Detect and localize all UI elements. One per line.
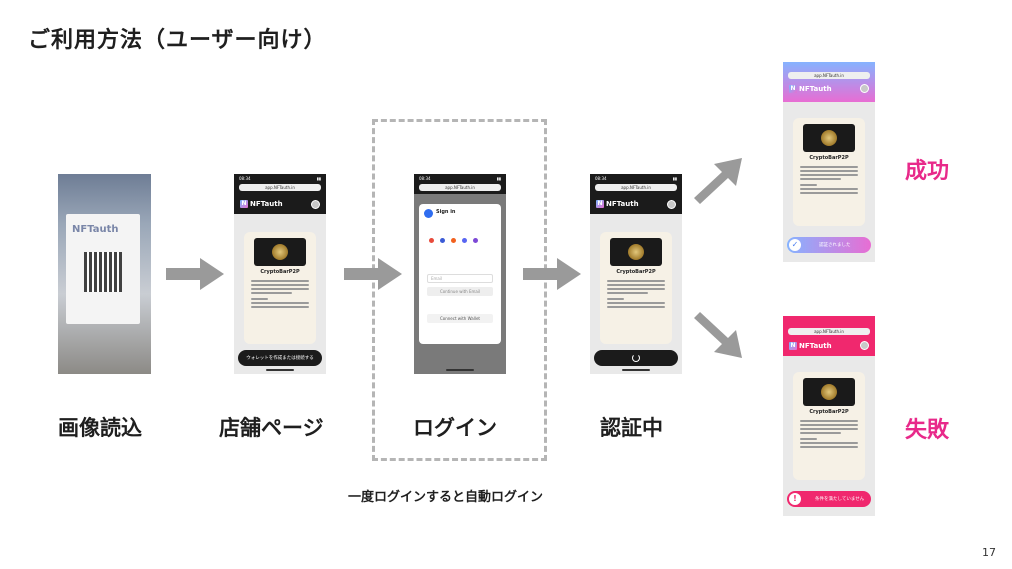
nftauth-logo-icon: N: [789, 84, 797, 93]
shop-logo: [803, 124, 855, 152]
shop-description: [800, 166, 858, 196]
brand-name: NFTauth: [606, 200, 639, 208]
success-toast: ✓ 認証されました: [787, 237, 871, 253]
shop-card: CryptoBarP2P: [793, 118, 865, 226]
arrow-icon: [166, 258, 224, 290]
result-label-success: 成功: [905, 159, 950, 184]
arrow-icon: [344, 258, 402, 290]
step-label-authenticating: 認証中: [600, 416, 663, 440]
arrow-icon: [523, 258, 581, 290]
shop-description: [607, 280, 665, 310]
spinner-icon: [632, 354, 640, 362]
reddit-icon[interactable]: [451, 238, 456, 243]
step-label-scan: 画像読込: [58, 416, 142, 440]
nftauth-logo-icon: N: [789, 341, 797, 350]
coin-icon: [272, 244, 288, 260]
step-label-login: ログイン: [413, 416, 497, 440]
avatar[interactable]: [860, 341, 869, 350]
avatar[interactable]: [860, 84, 869, 93]
signin-title: Sign in: [436, 209, 456, 215]
qr-poster-photo: NFTauth: [58, 174, 151, 374]
shop-logo: [610, 238, 662, 266]
coin-icon: [628, 244, 644, 260]
success-toast-text: 認証されました: [819, 243, 851, 248]
shop-logo: [803, 378, 855, 406]
continue-email-button[interactable]: Continue with Email: [427, 287, 493, 296]
signin-modal: Sign in Email Continue with Email Connec…: [419, 204, 501, 344]
shop-card: CryptoBarP2P: [793, 372, 865, 480]
page-number: 17: [982, 546, 996, 559]
web3auth-icon: [424, 209, 433, 218]
social-buttons: [429, 238, 478, 243]
arrow-down-right-icon: [694, 312, 742, 358]
step-label-store: 店舗ページ: [219, 416, 324, 440]
brand-name: NFTauth: [799, 84, 832, 93]
connect-wallet-button[interactable]: Connect with Wallet: [427, 314, 493, 323]
loading-button: [594, 350, 678, 366]
footnote: 一度ログインすると自動ログイン: [348, 490, 544, 505]
nftauth-logo-icon: N: [596, 200, 604, 208]
url-bar[interactable]: app.NFTauth.in: [595, 184, 677, 191]
coin-icon: [821, 130, 837, 146]
shop-description: [251, 280, 309, 310]
shop-card: CryptoBarP2P: [600, 232, 672, 344]
facebook-icon[interactable]: [440, 238, 445, 243]
shop-name: CryptoBarP2P: [809, 155, 849, 161]
coin-icon: [821, 384, 837, 400]
arrow-up-right-icon: [694, 158, 742, 204]
shop-description: [800, 420, 858, 450]
shop-card: CryptoBarP2P: [244, 232, 316, 344]
avatar[interactable]: [667, 199, 676, 209]
brand-name: NFTauth: [799, 341, 832, 350]
poster-card: NFTauth: [66, 214, 140, 324]
url-bar[interactable]: app.NFTauth.in: [239, 184, 321, 191]
email-field[interactable]: Email: [427, 274, 493, 283]
url-bar[interactable]: app.NFTauth.in: [788, 72, 870, 79]
wallet-connect-button[interactable]: ウォレットを作成または接続する: [238, 350, 322, 366]
twitch-icon[interactable]: [473, 238, 478, 243]
url-bar[interactable]: app.NFTauth.in: [788, 328, 870, 335]
shop-logo: [254, 238, 306, 266]
google-icon[interactable]: [429, 238, 434, 243]
failure-toast-text: 条件を満たしていません: [815, 497, 865, 502]
poster-brand: NFTauth: [72, 224, 119, 235]
avatar[interactable]: [311, 199, 320, 209]
shop-name: CryptoBarP2P: [616, 269, 656, 275]
brand-name: NFTauth: [250, 200, 283, 208]
shop-name: CryptoBarP2P: [260, 269, 300, 275]
login-phone: 08:34▮▮ app.NFTauth.in Sign in Email Con…: [414, 174, 506, 374]
qr-code-icon: [84, 252, 122, 292]
dashed-group-box: [372, 119, 547, 461]
result-label-failure: 失敗: [905, 418, 950, 443]
discord-icon[interactable]: [462, 238, 467, 243]
check-icon: ✓: [789, 239, 801, 251]
slide-title: ご利用方法（ユーザー向け）: [28, 28, 327, 53]
alert-icon: !: [789, 493, 801, 505]
url-bar[interactable]: app.NFTauth.in: [419, 184, 501, 191]
failure-toast: ! 条件を満たしていません: [787, 491, 871, 507]
shop-name: CryptoBarP2P: [809, 409, 849, 415]
nftauth-logo-icon: N: [240, 200, 248, 208]
